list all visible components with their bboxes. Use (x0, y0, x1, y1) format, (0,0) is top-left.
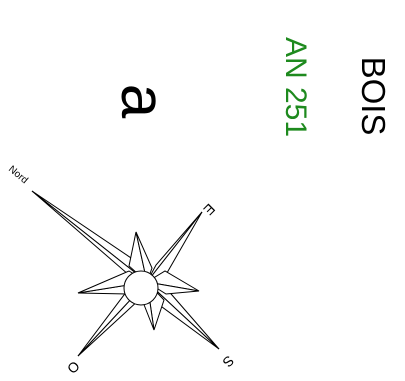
parcel-id-label: AN 251 (279, 37, 312, 137)
section-letter-label: a (108, 84, 177, 119)
place-name-label: BOIS (355, 57, 392, 136)
compass-center (124, 271, 158, 305)
